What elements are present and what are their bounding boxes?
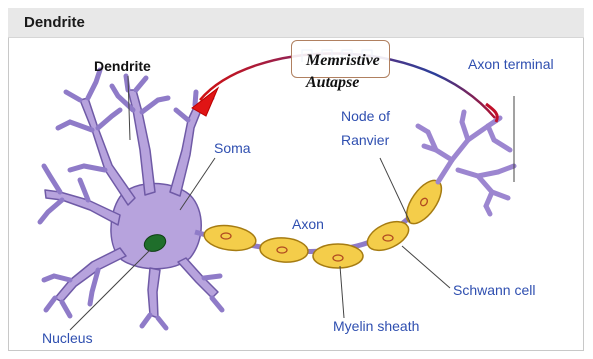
autapse-label-line2: Autapse: [306, 74, 359, 92]
label-schwann-cell: Schwann cell: [453, 282, 536, 298]
label-axon: Axon: [292, 216, 324, 232]
label-nucleus: Nucleus: [42, 330, 93, 346]
label-soma: Soma: [214, 140, 251, 156]
label-myelin-sheath: Myelin sheath: [333, 318, 419, 334]
label-node-of-ranvier-line1: Node of: [341, 108, 390, 124]
dendrite-upper-left: [80, 98, 135, 205]
label-node-of-ranvier-line2: Ranvier: [341, 132, 389, 148]
myelin-segment: [313, 244, 363, 268]
myelin-segment: [259, 236, 309, 263]
label-axon-terminal: Axon terminal: [468, 56, 554, 72]
label-dendrite: Dendrite: [94, 58, 151, 74]
autapse-label-line1: Memristive: [306, 52, 380, 70]
dendrite-lower: [148, 268, 160, 318]
